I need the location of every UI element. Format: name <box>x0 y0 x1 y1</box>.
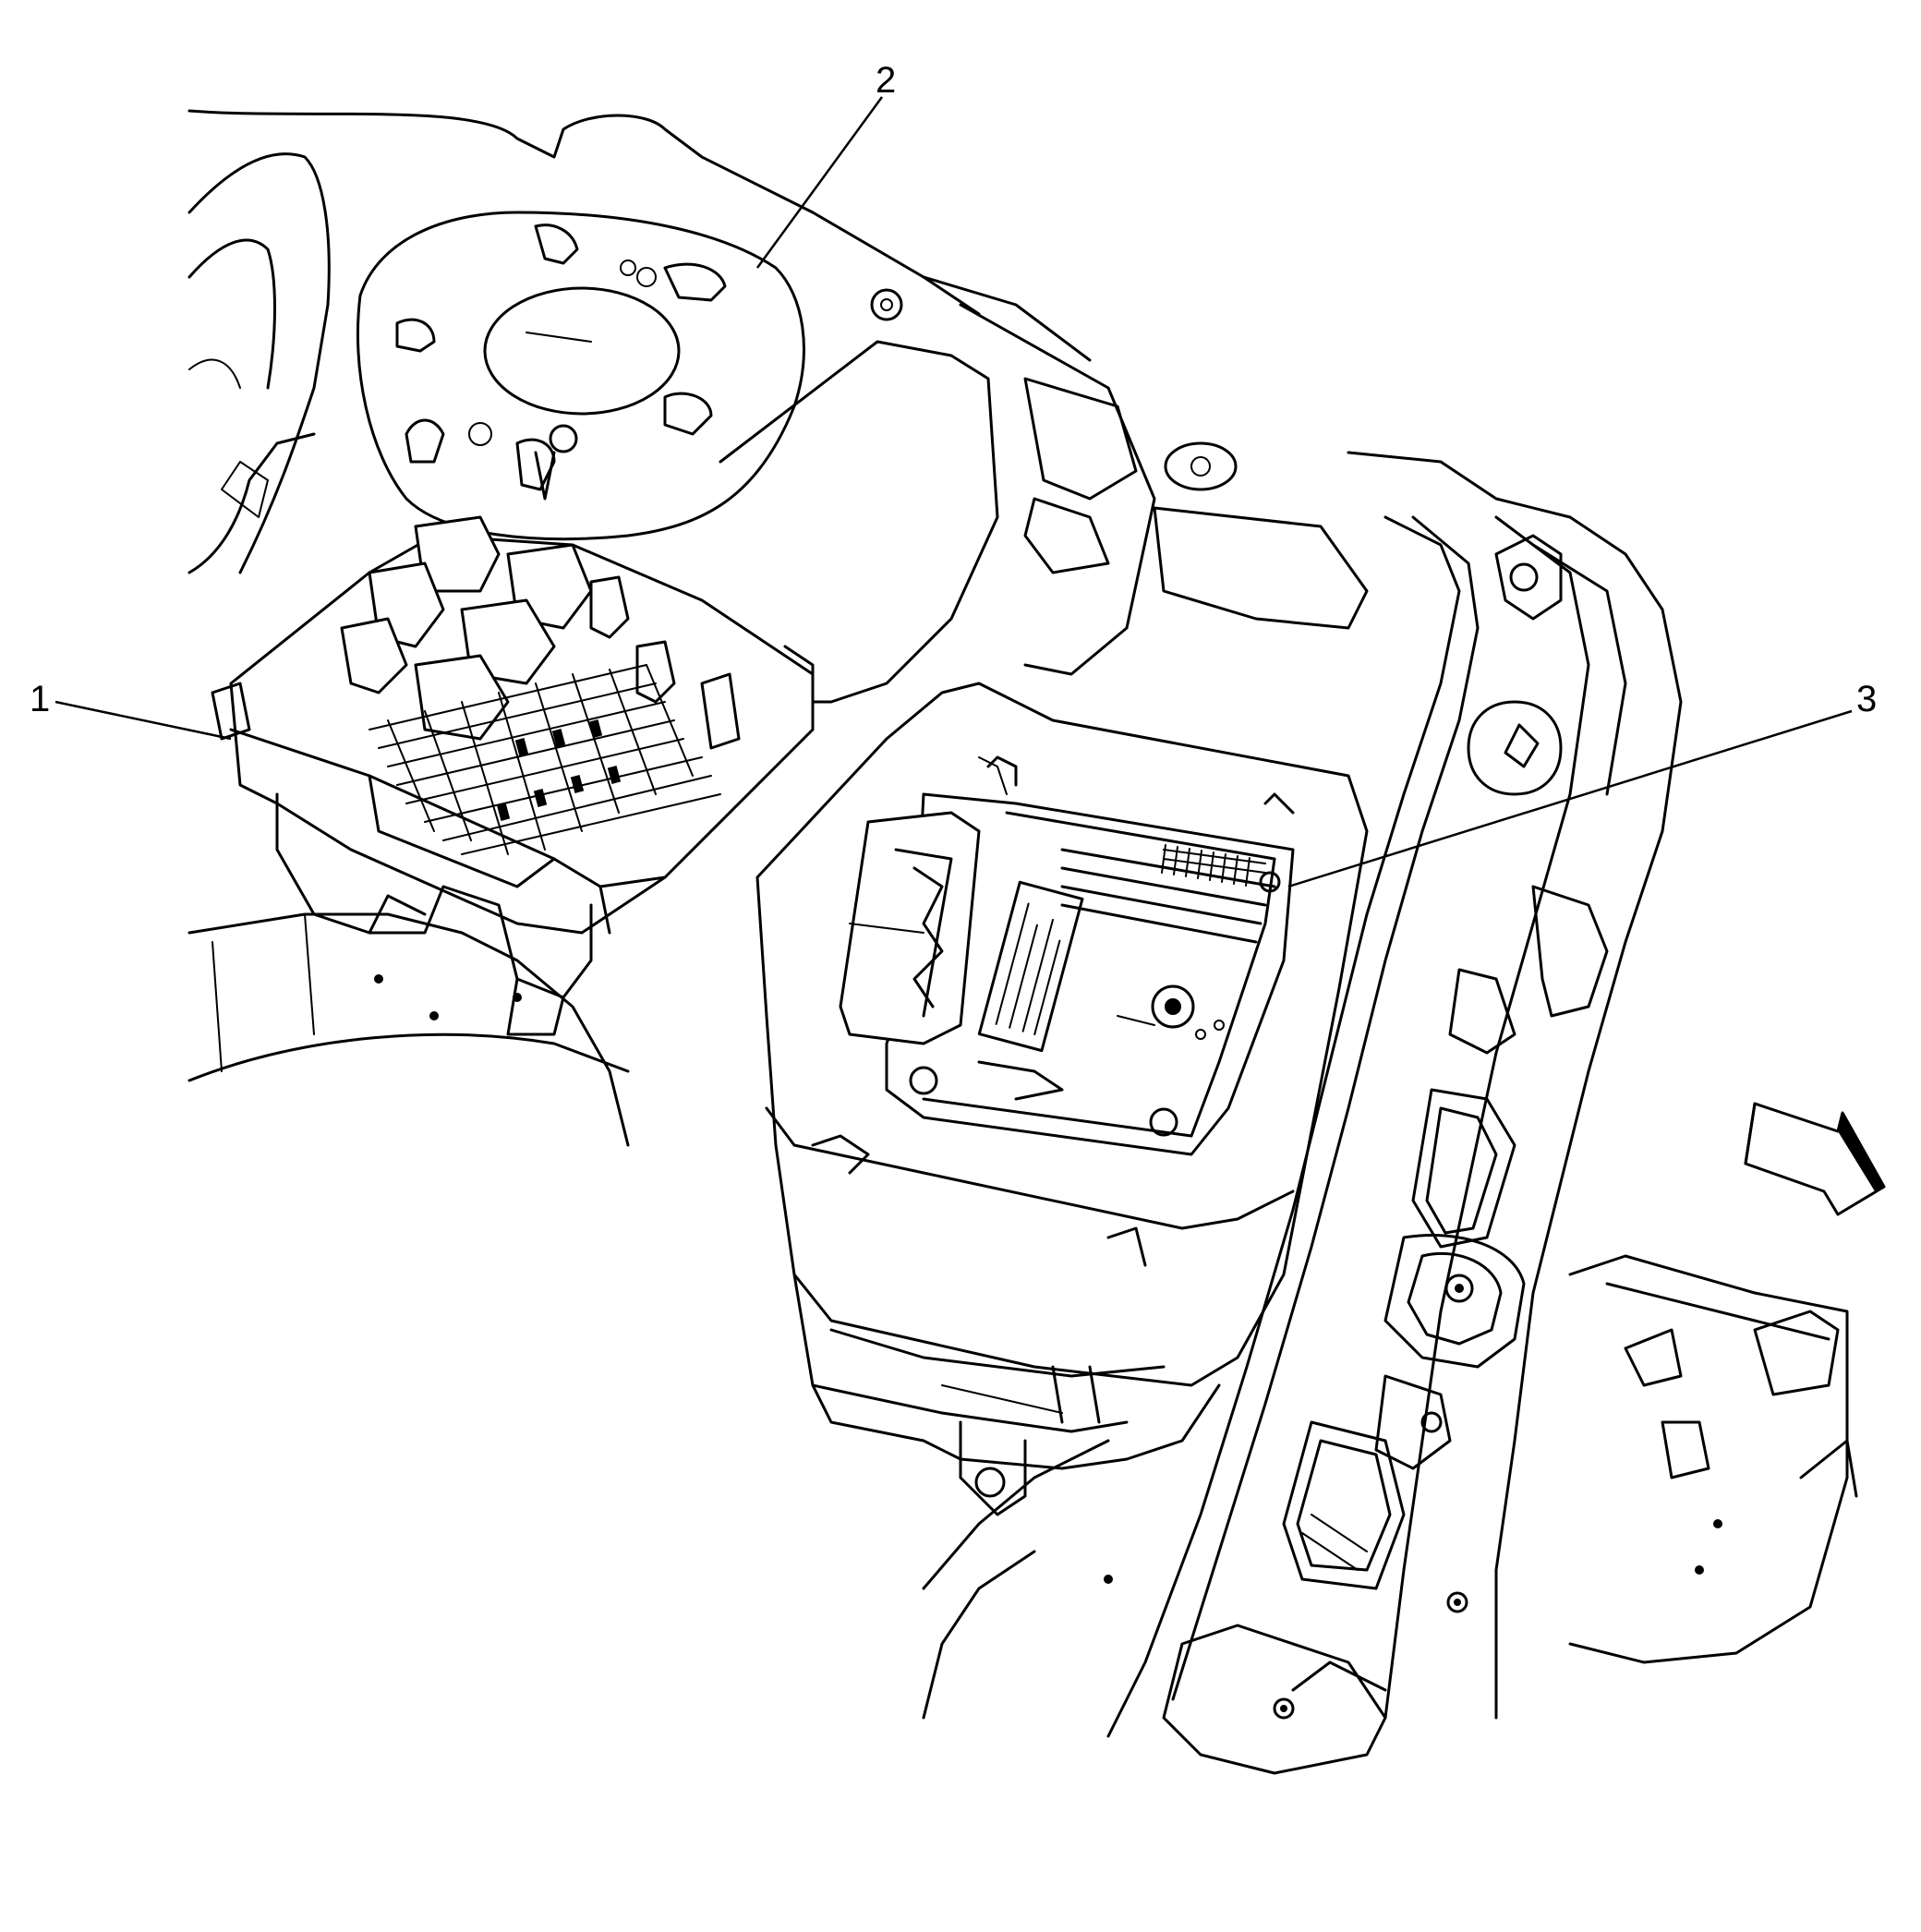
underhood-fuse-block <box>211 515 815 1036</box>
callout-1: 1 <box>30 679 232 741</box>
callout-3-label: 3 <box>1856 679 1877 719</box>
callout-3-leader <box>1287 709 1853 888</box>
direction-arrow-icon <box>1744 1102 1886 1216</box>
left-body-structure <box>187 109 981 1147</box>
engine-control-module <box>839 792 1295 1156</box>
callout-2-label: 2 <box>876 60 896 101</box>
right-body-structure <box>922 451 1858 1775</box>
callout-2-leader <box>755 96 884 269</box>
ecm-connector-pins <box>1161 844 1266 887</box>
callout-1-leader <box>54 700 232 741</box>
fuse-grid <box>368 664 721 855</box>
callout-2: 2 <box>755 60 896 269</box>
air-cleaner-shroud <box>719 275 1369 704</box>
callout-1-label: 1 <box>30 679 50 719</box>
ecm-label <box>977 880 1084 1053</box>
callout-3: 3 <box>1287 679 1877 888</box>
strut-tower <box>356 211 805 541</box>
